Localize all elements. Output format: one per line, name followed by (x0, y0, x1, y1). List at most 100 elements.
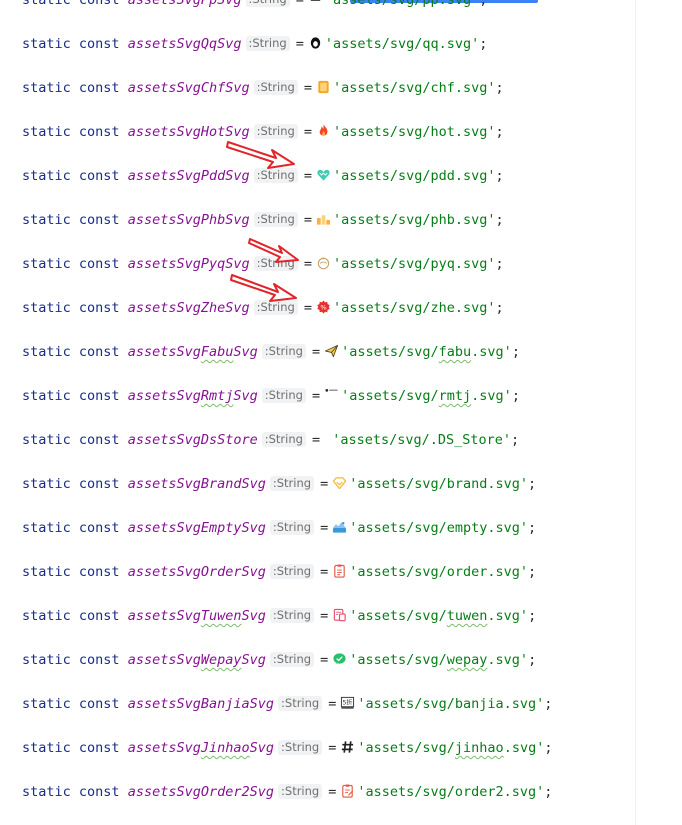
variable-name[interactable]: assetsSvgPhbSvg (127, 212, 250, 228)
assign-operator: = (320, 564, 329, 580)
variable-name[interactable]: assetsSvgQqSvg (127, 36, 242, 52)
svg-text:5折: 5折 (343, 699, 353, 707)
assign-operator: = (295, 0, 304, 8)
keyword-static: static (22, 564, 71, 580)
keyword-const: const (78, 740, 120, 756)
code-line[interactable]: static const assetsSvgPddSvg:String='ass… (22, 165, 504, 187)
type-hint: :String (253, 168, 298, 183)
variable-name[interactable]: assetsSvgBrandSvg (127, 476, 266, 492)
code-line[interactable]: static const assetsSvgJinhaoSvg:String='… (22, 737, 552, 759)
variable-name[interactable]: assetsSvgOrder2Svg (127, 784, 275, 800)
pdd-icon (316, 167, 331, 183)
variable-name[interactable]: assetsSvgDsStore (127, 432, 258, 448)
variable-name[interactable]: assetsSvgPpSvg (127, 0, 242, 8)
keyword-const: const (78, 80, 120, 96)
assign-operator: = (311, 344, 321, 360)
variable-name[interactable]: assetsSvgEmptySvg (127, 520, 266, 536)
type-hint: :String (261, 432, 306, 447)
variable-name[interactable]: assetsSvgWepaySvg (127, 652, 266, 668)
string-literal: 'assets/svg/jinhao.svg' (357, 740, 545, 756)
code-line[interactable]: static const assetsSvgWepaySvg:String='a… (22, 649, 536, 671)
keyword-static: static (22, 652, 71, 668)
variable-name[interactable]: assetsSvgRmtjSvg (127, 388, 258, 404)
code-line[interactable]: static const assetsSvgOrder2Svg:String='… (22, 781, 552, 803)
code-line[interactable]: static const assetsSvgPyqSvg:String='ass… (22, 253, 504, 275)
code-line[interactable]: static const assetsSvgZheSvg:String=%'as… (22, 297, 504, 319)
fabu-icon (324, 343, 339, 359)
code-line[interactable]: static const assetsSvgBanjiaSvg:String=5… (22, 693, 552, 715)
code-line[interactable]: static const assetsSvgQqSvg:String='asse… (22, 33, 487, 55)
keyword-static: static (22, 344, 71, 360)
variable-name[interactable]: assetsSvgPddSvg (127, 168, 250, 184)
variable-name[interactable]: assetsSvgJinhaoSvg (127, 740, 275, 756)
keyword-const: const (78, 388, 120, 404)
keyword-const: const (78, 0, 120, 8)
code-line[interactable]: static const assetsSvgDsStore:String= 'a… (22, 429, 519, 451)
code-line[interactable]: static const assetsSvgFabuSvg:String='as… (22, 341, 520, 363)
code-line[interactable]: static const assetsSvgTuwenSvg:String='a… (22, 605, 536, 627)
assign-operator: = (303, 300, 312, 316)
code-line[interactable]: static const assetsSvgChfSvg:String='ass… (22, 77, 504, 99)
string-literal: 'assets/svg/empty.svg' (349, 520, 529, 536)
typo-underline: tuwen (446, 608, 488, 624)
code-line[interactable]: static const assetsSvgEmptySvg:String='a… (22, 517, 536, 539)
variable-name[interactable]: assetsSvgPyqSvg (127, 256, 250, 272)
gutter-divider (635, 0, 636, 825)
variable-name[interactable]: assetsSvgOrderSvg (127, 564, 266, 580)
string-literal: 'assets/svg/zhe.svg' (332, 300, 496, 316)
assign-operator: = (303, 212, 312, 228)
empty-icon (332, 519, 347, 535)
type-hint: :String (278, 784, 323, 799)
variable-name[interactable]: assetsSvgHotSvg (127, 124, 250, 140)
string-literal: 'assets/svg/rmtj.svg' (341, 388, 512, 404)
string-literal: 'assets/svg/pdd.svg' (332, 168, 496, 184)
code-line[interactable]: static const assetsSvgHotSvg:String='ass… (22, 121, 504, 143)
code-line[interactable]: static const assetsSvgPpSvg:String='asse… (22, 0, 487, 11)
keyword-static: static (22, 476, 71, 492)
typo-underline: Tuwen (200, 608, 242, 624)
code-line[interactable]: static const assetsSvgOrderSvg:String='a… (22, 561, 536, 583)
code-line[interactable]: static const assetsSvgRmtjSvg:String='as… (22, 385, 520, 407)
string-literal: 'assets/svg/wepay.svg' (349, 652, 529, 668)
semicolon: ; (544, 784, 553, 800)
variable-name[interactable]: assetsSvgTuwenSvg (127, 608, 266, 624)
type-hint: :String (245, 36, 290, 51)
keyword-const: const (78, 36, 120, 52)
keyword-const: const (78, 300, 120, 316)
variable-name[interactable]: assetsSvgChfSvg (127, 80, 250, 96)
type-hint: :String (261, 344, 306, 359)
semicolon: ; (511, 388, 520, 404)
keyword-const: const (78, 520, 120, 536)
hot-icon (316, 123, 331, 139)
keyword-const: const (78, 432, 120, 448)
annotation-arrow-pdd (226, 141, 295, 169)
semicolon: ; (495, 124, 504, 140)
semicolon: ; (495, 212, 504, 228)
variable-name[interactable]: assetsSvgFabuSvg (127, 344, 258, 360)
assign-operator: = (311, 388, 321, 404)
code-line[interactable]: static const assetsSvgBrandSvg:String='a… (22, 473, 536, 495)
assign-operator: = (328, 740, 337, 756)
pp-icon (308, 0, 323, 7)
string-literal: 'assets/svg/.DS_Store' (332, 432, 512, 448)
typo-underline: fabu (438, 344, 472, 360)
keyword-static: static (22, 608, 71, 624)
string-literal: 'assets/svg/pyq.svg' (332, 256, 496, 272)
wepay-icon (332, 651, 347, 667)
variable-name[interactable]: assetsSvgBanjiaSvg (127, 696, 275, 712)
order2-icon (340, 783, 355, 799)
variable-name[interactable]: assetsSvgZheSvg (127, 300, 250, 316)
keyword-const: const (78, 168, 120, 184)
code-editor[interactable]: static const assetsSvgPpSvg :String = 'asse… (0, 0, 631, 825)
keyword-static: static (22, 168, 71, 184)
semicolon: ; (544, 740, 553, 756)
string-literal: 'assets/svg/hot.svg' (332, 124, 496, 140)
chf-icon (316, 79, 331, 95)
right-gutter (630, 0, 682, 825)
zhe-icon: % (316, 299, 331, 315)
code-line[interactable]: static const assetsSvgPhbSvg:String='ass… (22, 209, 504, 231)
type-hint: :String (253, 212, 298, 227)
type-hint: :String (261, 388, 306, 403)
string-literal: 'assets/svg/qq.svg' (324, 36, 480, 52)
type-hint: :String (269, 476, 315, 491)
